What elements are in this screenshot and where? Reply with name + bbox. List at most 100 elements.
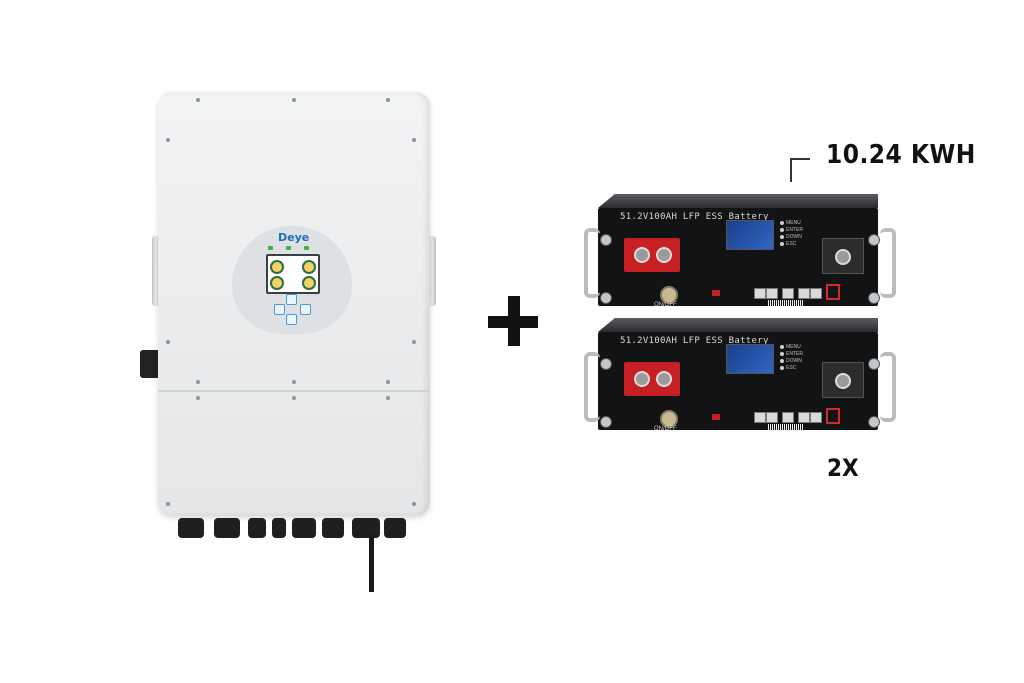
cable-gland	[292, 518, 316, 538]
inverter-panel-seam	[158, 390, 430, 392]
inverter-button	[274, 304, 285, 315]
battery-keypad: MENU ENTER DOWN ESC	[780, 220, 803, 248]
negative-terminal-block	[822, 362, 864, 398]
battery-right-handle	[880, 352, 896, 422]
battery-lcd-screen	[726, 344, 774, 374]
power-button	[660, 286, 678, 304]
mounting-knob	[600, 358, 612, 370]
terminal-bolt	[656, 371, 672, 387]
cable-gland	[178, 518, 204, 538]
screw	[196, 380, 200, 384]
mounting-knob	[868, 234, 880, 246]
battery-top-cover	[598, 318, 878, 332]
comm-port	[766, 412, 778, 423]
screw	[292, 380, 296, 384]
inverter-right-handle	[428, 236, 436, 306]
screw	[412, 502, 416, 506]
screw	[166, 340, 170, 344]
plus-sign-icon	[488, 316, 538, 328]
inverter-button	[300, 304, 311, 315]
inverter-lcd-screen	[266, 254, 320, 294]
inverter-left-handle	[152, 236, 160, 306]
brand-logo-icon	[826, 408, 840, 424]
power-button-label: ON/OFF	[654, 426, 677, 432]
screw	[292, 396, 296, 400]
fuse-indicator	[712, 414, 720, 420]
capacity-callout-line	[790, 158, 810, 182]
cable-gland	[384, 518, 406, 538]
inverter-cable	[369, 534, 374, 592]
battery-key-label: DOWN	[780, 234, 803, 241]
capacity-label: 10.24 KWH	[826, 140, 976, 170]
comm-port	[754, 412, 766, 423]
screw	[292, 98, 296, 102]
mounting-knob	[600, 292, 612, 304]
battery-key-label: ENTER	[780, 351, 803, 358]
negative-terminal-block	[822, 238, 864, 274]
mounting-knob	[600, 234, 612, 246]
cable-gland	[248, 518, 266, 538]
comm-port	[810, 412, 822, 423]
positive-terminal-block	[624, 238, 680, 272]
inverter-dc-switch	[140, 350, 160, 378]
screw	[166, 502, 170, 506]
mounting-knob	[868, 358, 880, 370]
screw	[412, 340, 416, 344]
battery-key-label: MENU	[780, 220, 803, 227]
battery-module: 51.2V100AH LFP ESS Battery MENU ENTER DO…	[582, 318, 912, 438]
gauge-icon	[270, 260, 284, 274]
comm-port	[798, 412, 810, 423]
screw	[166, 138, 170, 142]
mounting-knob	[600, 416, 612, 428]
screw	[386, 98, 390, 102]
mounting-knob	[868, 292, 880, 304]
screw	[196, 396, 200, 400]
battery-key-label: MENU	[780, 344, 803, 351]
cable-gland	[214, 518, 240, 538]
battery-key-label: ESC	[780, 365, 803, 372]
barcode-sticker	[768, 300, 804, 306]
screw	[412, 138, 416, 142]
gauge-icon	[270, 276, 284, 290]
battery-module: 51.2V100AH LFP ESS Battery MENU ENTER DO…	[582, 194, 912, 314]
battery-key-label: ENTER	[780, 227, 803, 234]
fuse-indicator	[712, 290, 720, 296]
comm-port	[782, 288, 794, 299]
gauge-icon	[302, 260, 316, 274]
comm-port	[810, 288, 822, 299]
hybrid-inverter: Deye	[140, 88, 440, 598]
battery-lcd-screen	[726, 220, 774, 250]
battery-top-cover	[598, 194, 878, 208]
battery-model-label: 51.2V100AH LFP ESS Battery	[620, 336, 769, 346]
screw	[386, 380, 390, 384]
power-button	[660, 410, 678, 428]
brand-logo-icon	[826, 284, 840, 300]
comm-port	[798, 288, 810, 299]
inverter-button	[286, 314, 297, 325]
battery-left-handle	[584, 352, 600, 422]
gauge-icon	[302, 276, 316, 290]
comm-port	[754, 288, 766, 299]
comm-port	[782, 412, 794, 423]
battery-model-label: 51.2V100AH LFP ESS Battery	[620, 212, 769, 222]
cable-gland	[322, 518, 344, 538]
quantity-label: 2X	[827, 454, 859, 482]
inverter-brand-logo: Deye	[278, 231, 310, 244]
status-led	[286, 246, 291, 250]
cable-gland	[272, 518, 286, 538]
terminal-bolt	[656, 247, 672, 263]
screw	[196, 98, 200, 102]
battery-right-handle	[880, 228, 896, 298]
battery-keypad: MENU ENTER DOWN ESC	[780, 344, 803, 372]
power-button-label: ON/OFF	[654, 302, 677, 308]
terminal-bolt	[835, 249, 851, 265]
cable-gland	[352, 518, 380, 538]
battery-key-label: ESC	[780, 241, 803, 248]
status-led	[304, 246, 309, 250]
status-led	[268, 246, 273, 250]
comm-port	[766, 288, 778, 299]
battery-key-label: DOWN	[780, 358, 803, 365]
terminal-bolt	[634, 371, 650, 387]
mounting-knob	[868, 416, 880, 428]
